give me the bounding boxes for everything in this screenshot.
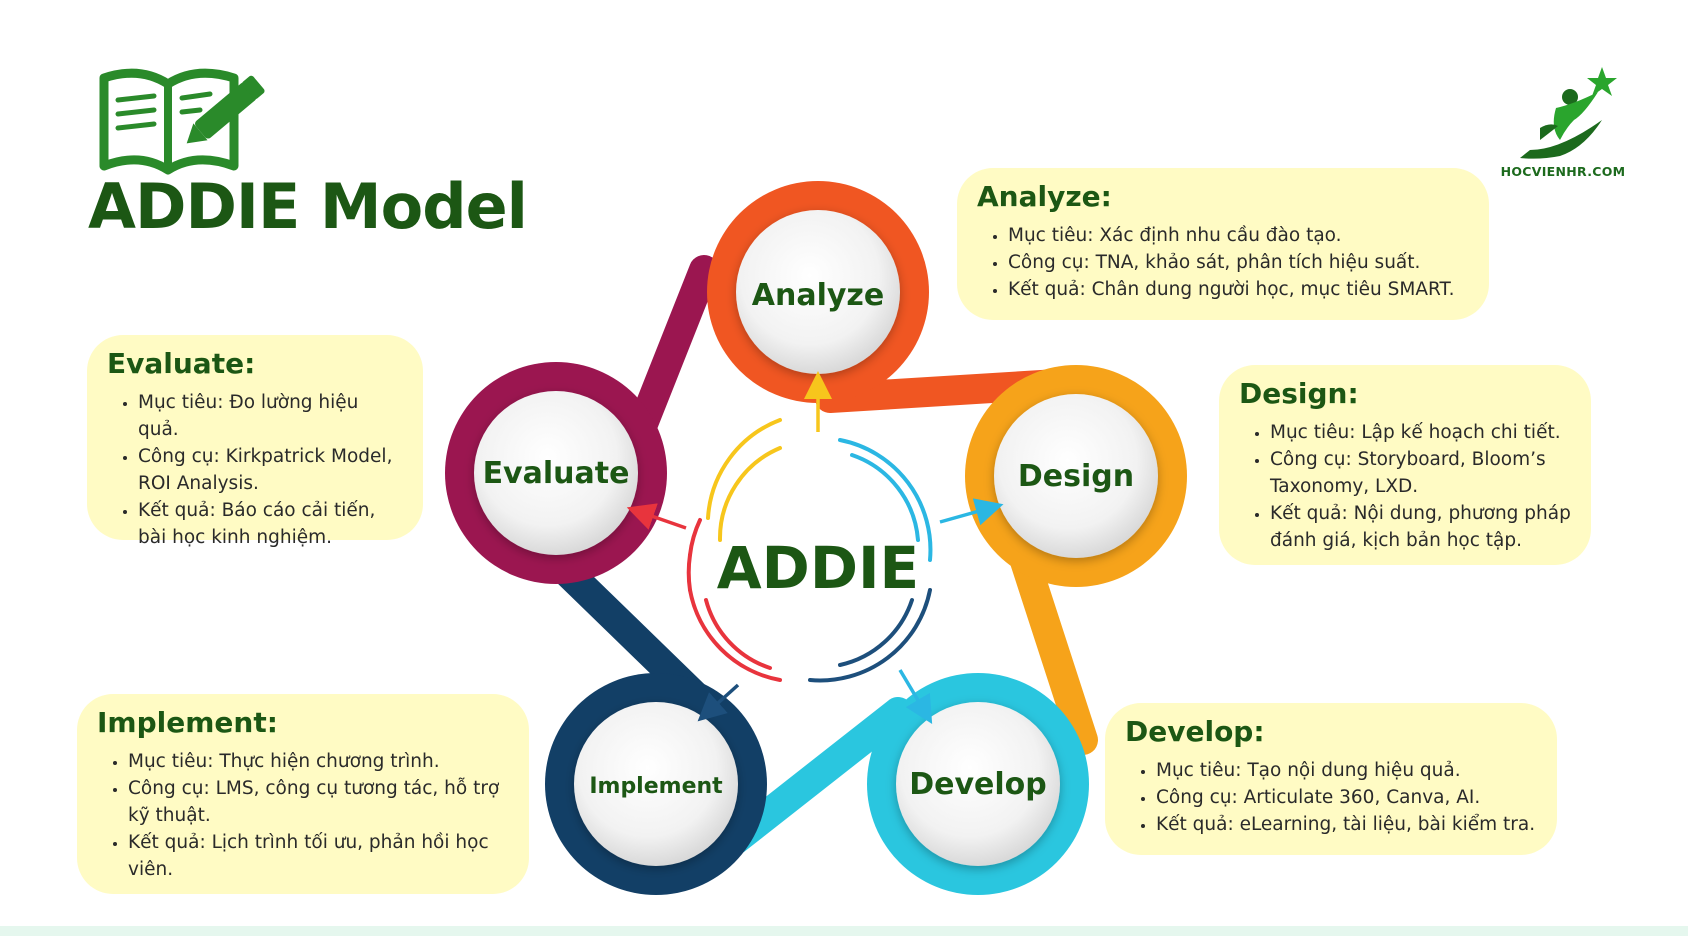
logo-text[interactable]: HOCVIENHR.COM bbox=[1500, 164, 1626, 179]
card-heading-analyze: Analyze: bbox=[977, 180, 1112, 213]
phase-node-develop[interactable]: Develop bbox=[867, 673, 1089, 895]
phase-label-implement: Implement bbox=[589, 774, 723, 799]
arrow-to-design bbox=[939, 498, 1004, 526]
card-item: Công cụ: LMS, công cụ tương tác, hỗ trợ … bbox=[128, 775, 509, 829]
page-title: ADDIE Model bbox=[88, 170, 528, 243]
card-list-evaluate: Mục tiêu: Đo lường hiệu quả. Công cụ: Ki… bbox=[107, 389, 403, 551]
phase-label-design: Design bbox=[1018, 459, 1134, 494]
card-item: Kết quả: Lịch trình tối ưu, phản hồi học… bbox=[128, 829, 509, 883]
card-list-design: Mục tiêu: Lập kế hoạch chi tiết. Công cụ… bbox=[1239, 419, 1571, 554]
bottom-strip bbox=[0, 926, 1688, 936]
card-list-develop: Mục tiêu: Tạo nội dung hiệu quả. Công cụ… bbox=[1125, 757, 1537, 838]
arrow-to-develop bbox=[898, 669, 933, 725]
arrow-to-evaluate bbox=[626, 503, 687, 530]
phase-label-evaluate: Evaluate bbox=[483, 456, 630, 491]
card-evaluate: Evaluate: Mục tiêu: Đo lường hiệu quả. C… bbox=[87, 335, 423, 548]
card-item: Mục tiêu: Xác định nhu cầu đào tạo. bbox=[1008, 222, 1469, 249]
card-item: Kết quả: Báo cáo cải tiến, bài học kinh … bbox=[138, 497, 403, 551]
arrow-to-implement bbox=[697, 683, 740, 722]
phase-label-develop: Develop bbox=[909, 767, 1047, 802]
card-item: Công cụ: Articulate 360, Canva, AI. bbox=[1156, 784, 1537, 811]
phase-node-analyze[interactable]: Analyze bbox=[707, 181, 929, 403]
card-item: Công cụ: TNA, khảo sát, phân tích hiệu s… bbox=[1008, 249, 1469, 276]
card-heading-design: Design: bbox=[1239, 377, 1359, 410]
card-list-analyze: Mục tiêu: Xác định nhu cầu đào tạo. Công… bbox=[977, 222, 1469, 303]
center-cycle-ring bbox=[686, 418, 933, 683]
card-item: Kết quả: Nội dung, phương pháp đánh giá,… bbox=[1270, 500, 1571, 554]
card-implement: Implement: Mục tiêu: Thực hiện chương tr… bbox=[77, 694, 529, 894]
card-analyze: Analyze: Mục tiêu: Xác định nhu cầu đào … bbox=[957, 168, 1489, 320]
card-heading-evaluate: Evaluate: bbox=[107, 347, 256, 380]
card-item: Công cụ: Kirkpatrick Model, ROI Analysis… bbox=[138, 443, 403, 497]
card-item: Mục tiêu: Thực hiện chương trình. bbox=[128, 748, 509, 775]
phase-node-evaluate[interactable]: Evaluate bbox=[445, 362, 667, 584]
phase-node-design[interactable]: Design bbox=[965, 365, 1187, 587]
phase-label-analyze: Analyze bbox=[752, 278, 884, 313]
center-label: ADDIE bbox=[717, 534, 919, 602]
card-item: Mục tiêu: Tạo nội dung hiệu quả. bbox=[1156, 757, 1537, 784]
card-item: Công cụ: Storyboard, Bloom’s Taxonomy, L… bbox=[1270, 446, 1571, 500]
card-develop: Develop: Mục tiêu: Tạo nội dung hiệu quả… bbox=[1105, 703, 1557, 855]
card-list-implement: Mục tiêu: Thực hiện chương trình. Công c… bbox=[97, 748, 509, 883]
cycle-arrows bbox=[626, 371, 1004, 725]
card-heading-implement: Implement: bbox=[97, 706, 278, 739]
book-pencil-icon bbox=[99, 68, 265, 175]
phase-node-implement[interactable]: Implement bbox=[545, 673, 767, 895]
card-item: Kết quả: eLearning, tài liệu, bài kiểm t… bbox=[1156, 811, 1537, 838]
card-design: Design: Mục tiêu: Lập kế hoạch chi tiết.… bbox=[1219, 365, 1591, 565]
card-heading-develop: Develop: bbox=[1125, 715, 1265, 748]
card-item: Mục tiêu: Đo lường hiệu quả. bbox=[138, 389, 403, 443]
star-person-icon bbox=[1520, 67, 1617, 159]
card-item: Mục tiêu: Lập kế hoạch chi tiết. bbox=[1270, 419, 1571, 446]
card-item: Kết quả: Chân dung người học, mục tiêu S… bbox=[1008, 276, 1469, 303]
